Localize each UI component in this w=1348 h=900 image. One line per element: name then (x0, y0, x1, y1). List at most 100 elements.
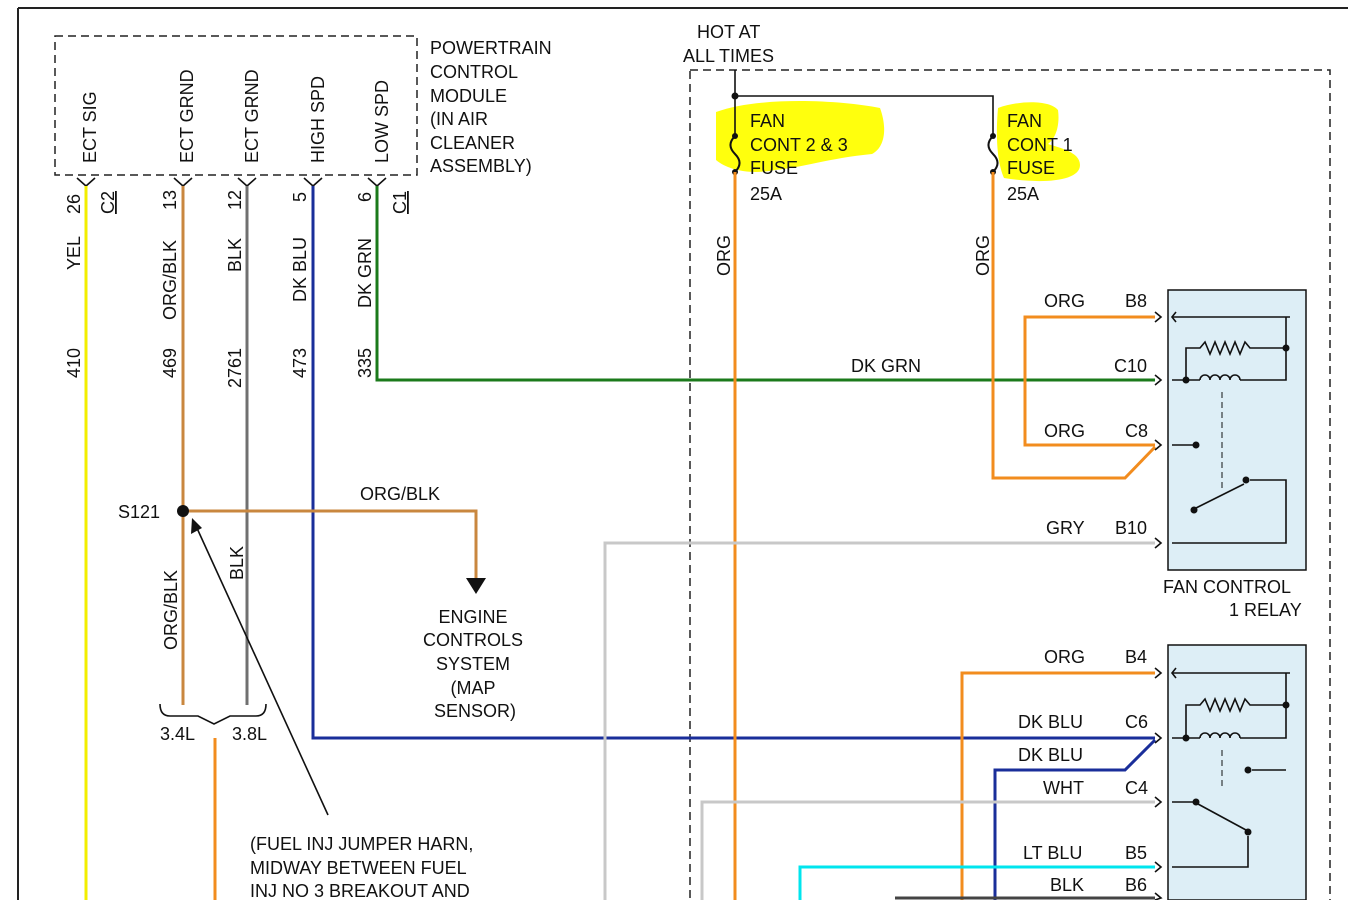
pcm-pin-name-5: LOW SPD (372, 80, 392, 163)
engine-34l: 3.4L (160, 724, 195, 744)
relay1-pin1-color: ORG (1044, 291, 1085, 311)
relay1-label-line-1: FAN CONTROL (1163, 577, 1291, 597)
circuit-410: 410 (64, 348, 84, 378)
note-line-2: MIDWAY BETWEEN FUEL (250, 858, 467, 878)
pin-number-26: 26 (64, 194, 84, 214)
engine-controls-line-5: SENSOR) (434, 701, 516, 721)
pcm-box: ECT SIG ECT GRND ECT GRND HIGH SPD LOW S… (54, 35, 418, 176)
wire-dk-blu-473 (311, 186, 1155, 740)
fan-control-2-relay: ORG B4 DK BLU C6 DK BLU WHT C4 LT BLU B5… (1018, 644, 1307, 900)
wire-color-yel: YEL (64, 236, 84, 270)
fuse-block: HOT AT ALL TIMES FAN CONT 2 & 3 FUSE 25A… (683, 22, 1080, 276)
fuse1-wire-color: ORG (714, 235, 734, 276)
relay1-pin4-color: GRY (1046, 518, 1085, 538)
relay2-pin1-id: B4 (1125, 647, 1147, 667)
fuse1-line-1: FAN (750, 111, 785, 131)
fuse-icon (987, 135, 999, 173)
connector-c2: C2 (98, 191, 118, 214)
pcm-title-line-6: ASSEMBLY) (430, 156, 532, 176)
pcm-wires (84, 186, 1155, 900)
fuse2-line-2: CONT 1 (1007, 135, 1073, 155)
pcm-pin-name-2: ECT GRND (177, 69, 197, 163)
pcm-pin-name-4: HIGH SPD (308, 76, 328, 163)
note-line-3: INJ NO 3 BREAKOUT AND (250, 881, 470, 900)
fuse-highlight-1 (716, 101, 885, 172)
hot-label-line-2: ALL TIMES (683, 46, 774, 66)
fuse2-wire-color: ORG (973, 235, 993, 276)
relay2-pin5-color: LT BLU (1023, 843, 1082, 863)
engine-controls-line-4: (MAP (451, 678, 496, 698)
circuit-335: 335 (355, 348, 375, 378)
pointer-arrow-icon (191, 518, 202, 534)
relay2-pin6-color: BLK (1050, 875, 1084, 895)
splice-down-color-2: BLK (227, 546, 247, 580)
splice-down-color-1: ORG/BLK (161, 570, 181, 650)
engine-38l: 3.8L (232, 724, 267, 744)
relay2-pin1-color: ORG (1044, 647, 1085, 667)
fan-module-outline (689, 69, 1331, 900)
wire-gry-b10 (603, 541, 1155, 900)
fuse1-rating: 25A (750, 184, 782, 204)
note-line-1: (FUEL INJ JUMPER HARN, (250, 834, 473, 854)
pcm-pin-labels: 26 C2 13 12 5 6 C1 YEL ORG/BLK BLK DK BL… (64, 190, 410, 388)
engine-controls-line-3: SYSTEM (436, 654, 510, 674)
wire-color-dk-blu: DK BLU (290, 237, 310, 302)
wire-dk-grn-335 (375, 186, 1155, 382)
relay2-pin4-id: C4 (1125, 778, 1148, 798)
wire-color-blk: BLK (225, 238, 245, 272)
pcm-pin-name-1: ECT SIG (80, 91, 100, 163)
wire-org-b4 (960, 671, 1155, 900)
relay1-pin3-color: ORG (1044, 421, 1085, 441)
fuse2-line-3: FUSE (1007, 158, 1055, 178)
splice-label: S121 (118, 502, 160, 522)
engine-controls-line-1: ENGINE (438, 607, 507, 627)
relay2-pin6-id: B6 (1125, 875, 1147, 895)
relay1-pin3-id: C8 (1125, 421, 1148, 441)
relay1-pin1-id: B8 (1125, 291, 1147, 311)
circuit-2761: 2761 (225, 348, 245, 388)
wire-lt-blu-b5 (798, 865, 1155, 900)
pin-number-12: 12 (225, 190, 245, 210)
pin-number-13: 13 (160, 190, 180, 210)
relay2-pin3-color: DK BLU (1018, 745, 1083, 765)
engine-controls-line-2: CONTROLS (423, 630, 523, 650)
splice-branch-color: ORG/BLK (360, 484, 440, 504)
fuse2-rating: 25A (1007, 184, 1039, 204)
circuit-469: 469 (160, 348, 180, 378)
splice-s121: S121 ORG/BLK ORG/BLK BLK 3.4L 3.8L (118, 484, 486, 744)
relay2-pin4-color: WHT (1043, 778, 1084, 798)
pin-number-6: 6 (355, 192, 375, 202)
pin-number-5: 5 (290, 192, 310, 202)
fuse-icon (729, 135, 741, 173)
wire-org-blk-branch (183, 509, 478, 578)
relay1-pin4-id: B10 (1115, 518, 1147, 538)
relay2-pin2-color: DK BLU (1018, 712, 1083, 732)
fuse1-line-2: CONT 2 & 3 (750, 135, 848, 155)
fan-control-1-relay: ORG B8 DK GRN C10 ORG C8 GRY B10 FAN CON… (851, 289, 1307, 620)
relay-wires (603, 172, 1157, 900)
pcm-title-line-4: (IN AIR (430, 109, 488, 129)
fuse-highlight-2 (996, 102, 1080, 182)
pcm-title-line-3: MODULE (430, 86, 507, 106)
wire-org-b8-c8 (1023, 315, 1155, 447)
pcm-pin-name-3: ECT GRND (242, 69, 262, 163)
fuse2-line-1: FAN (1007, 111, 1042, 131)
wire-dk-blu-2 (993, 738, 1157, 900)
hot-label-line-1: HOT AT (697, 22, 760, 42)
wire-wht-c4 (700, 800, 1155, 900)
relay2-pin2-id: C6 (1125, 712, 1148, 732)
pcm-title-line-2: CONTROL (430, 62, 518, 82)
relay2-pin5-id: B5 (1125, 843, 1147, 863)
relay1-label-line-2: 1 RELAY (1229, 600, 1302, 620)
wire-color-dk-grn: DK GRN (355, 238, 375, 308)
pcm-title: POWERTRAIN CONTROL MODULE (IN AIR CLEANE… (430, 38, 552, 176)
pcm-terminals (76, 177, 387, 188)
connector-c1: C1 (390, 191, 410, 214)
relay1-pin2-color: DK GRN (851, 356, 921, 376)
wire-org-fuse2 (991, 172, 1157, 480)
pcm-title-line-1: POWERTRAIN (430, 38, 552, 58)
relay1-pin2-id: C10 (1114, 356, 1147, 376)
engine-controls-label: ENGINE CONTROLS SYSTEM (MAP SENSOR) (423, 607, 523, 721)
wire-color-org-blk: ORG/BLK (160, 240, 180, 320)
